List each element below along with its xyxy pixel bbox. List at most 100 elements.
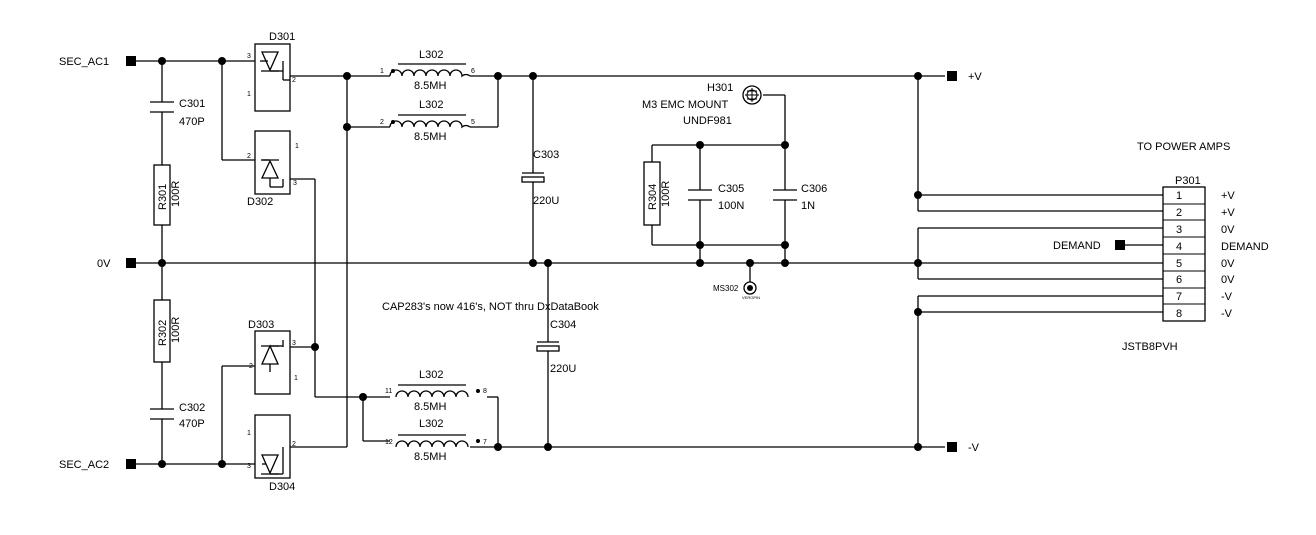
p301-pin-num-2: 2 bbox=[1176, 207, 1182, 219]
c303-value: 220U bbox=[533, 195, 559, 207]
d302-pin-c: 3 bbox=[293, 180, 297, 187]
p301-ref: P301 bbox=[1175, 175, 1201, 187]
l302b-pin-in: 2 bbox=[380, 119, 384, 126]
capacitor-c306: C306 1N bbox=[773, 183, 827, 212]
l302a-pin-in: 1 bbox=[380, 68, 384, 75]
d304-ref: D304 bbox=[269, 481, 295, 493]
l302a-ref: L302 bbox=[419, 49, 443, 61]
c302-ref: C302 bbox=[179, 402, 205, 414]
net-label-sec-ac1: SEC_AC1 bbox=[59, 56, 109, 68]
l302d-pin-in: 12 bbox=[385, 439, 393, 446]
r301-value: 100R bbox=[170, 181, 182, 207]
p301-pin-label-7: -V bbox=[1221, 291, 1233, 303]
p301-pin-label-8: -V bbox=[1221, 308, 1233, 320]
l302b-value: 8.5MH bbox=[414, 131, 446, 143]
c306-ref: C306 bbox=[801, 183, 827, 195]
ms302-ref: MS302 bbox=[713, 284, 739, 293]
p301-pin-num-4: 4 bbox=[1176, 241, 1182, 253]
c304-value: 220U bbox=[550, 363, 576, 375]
d304-pin-a: 1 bbox=[247, 430, 251, 437]
p301-pin-num-7: 7 bbox=[1176, 291, 1182, 303]
c305-ref: C305 bbox=[718, 183, 744, 195]
port-markers bbox=[126, 56, 1125, 469]
d303-ref: D303 bbox=[248, 319, 274, 331]
l302d-value: 8.5MH bbox=[414, 451, 446, 463]
inductor-l302-b: L302 8.5MH 2 5 bbox=[380, 99, 475, 143]
l302a-value: 8.5MH bbox=[414, 80, 446, 92]
d301-pin-c: 2 bbox=[292, 77, 296, 84]
resistor-r304: R304 100R bbox=[643, 161, 672, 226]
d303-pin-c: 1 bbox=[294, 375, 298, 382]
diode-d304: D304 1 3 2 bbox=[247, 414, 296, 493]
p301-pin-label-4: DEMAND bbox=[1221, 241, 1269, 253]
d303-pin-a: 2 bbox=[249, 363, 253, 370]
net-label-0v: 0V bbox=[97, 258, 111, 270]
resistor-r302: R302 100R bbox=[153, 299, 182, 363]
r304-value: 100R bbox=[660, 181, 672, 207]
c306-value: 1N bbox=[801, 200, 815, 212]
test-pin-ms302: MS302 VEROPIN bbox=[713, 281, 760, 300]
l302b-ref: L302 bbox=[419, 99, 443, 111]
l302c-pin-out: 8 bbox=[483, 388, 487, 395]
capacitor-c302: C302 470P bbox=[150, 402, 205, 430]
p301-pin-num-6: 6 bbox=[1176, 274, 1182, 286]
p301-title: TO POWER AMPS bbox=[1137, 141, 1230, 153]
p301-pin-label-1: +V bbox=[1221, 190, 1235, 202]
l302d-pin-out: 7 bbox=[483, 439, 487, 446]
c303-ref: C303 bbox=[533, 149, 559, 161]
l302d-ref: L302 bbox=[419, 418, 443, 430]
d301-pin-a: 3 bbox=[247, 53, 251, 60]
net-label-neg-v: -V bbox=[968, 442, 980, 454]
p301-pin-label-2: +V bbox=[1221, 207, 1235, 219]
l302a-pin-out: 6 bbox=[471, 68, 475, 75]
diode-d301: D301 3 1 2 bbox=[247, 31, 296, 112]
p301-pin-num-8: 8 bbox=[1176, 308, 1182, 320]
inductor-l302-c: L302 8.5MH 11 8 bbox=[385, 369, 487, 413]
l302c-pin-in: 11 bbox=[385, 388, 392, 395]
net-label-sec-ac2: SEC_AC2 bbox=[59, 459, 109, 471]
d302-ref: D302 bbox=[247, 196, 273, 208]
r301-ref: R301 bbox=[157, 184, 169, 210]
wires bbox=[134, 60, 1163, 465]
c301-ref: C301 bbox=[179, 98, 205, 110]
c302-value: 470P bbox=[179, 418, 205, 430]
c301-value: 470P bbox=[179, 116, 205, 128]
capacitor-c303: C303 220U bbox=[521, 149, 559, 207]
l302c-ref: L302 bbox=[419, 369, 443, 381]
p301-pin-label-5: 0V bbox=[1221, 258, 1235, 270]
schematic-note: CAP283's now 416's, NOT thru DxDataBook bbox=[382, 301, 599, 313]
p301-pin-label-3: 0V bbox=[1221, 224, 1235, 236]
capacitor-c305: C305 100N bbox=[688, 183, 744, 212]
junction-dots bbox=[158, 57, 922, 468]
d304-pin-b: 3 bbox=[247, 463, 251, 470]
connector-p301: TO POWER AMPS P301 1 2 3 4 5 6 7 8 +V +V… bbox=[1122, 141, 1269, 353]
p301-pin-num-1: 1 bbox=[1176, 190, 1182, 202]
d302-pin-b: 1 bbox=[295, 143, 299, 150]
p301-pin-label-6: 0V bbox=[1221, 274, 1235, 286]
resistor-r301: R301 100R bbox=[153, 164, 182, 226]
c304-ref: C304 bbox=[550, 319, 576, 331]
c305-value: 100N bbox=[718, 200, 744, 212]
emc-mount-h301: H301 M3 EMC MOUNT UNDF981 bbox=[642, 82, 762, 127]
h301-line2: UNDF981 bbox=[683, 115, 732, 127]
d304-pin-c: 2 bbox=[292, 441, 296, 448]
d301-ref: D301 bbox=[269, 31, 295, 43]
net-label-pos-v: +V bbox=[968, 71, 982, 83]
diode-d303: D303 2 3 1 bbox=[248, 319, 298, 395]
r302-value: 100R bbox=[170, 317, 182, 343]
r302-ref: R302 bbox=[157, 320, 169, 346]
net-label-demand: DEMAND bbox=[1053, 240, 1101, 252]
capacitor-c301: C301 470P bbox=[150, 98, 205, 128]
inductor-l302-a: L302 8.5MH 1 6 bbox=[380, 49, 475, 92]
diode-d302: D302 2 1 3 bbox=[247, 130, 299, 208]
inductor-l302-d: L302 8.5MH 12 7 bbox=[385, 418, 487, 463]
capacitor-c304: C304 220U bbox=[536, 319, 576, 375]
l302c-value: 8.5MH bbox=[414, 401, 446, 413]
h301-line1: M3 EMC MOUNT bbox=[642, 99, 728, 111]
d302-pin-a: 2 bbox=[247, 153, 251, 160]
p301-pin-num-5: 5 bbox=[1176, 258, 1182, 270]
d301-pin-b: 1 bbox=[247, 91, 251, 98]
l302b-pin-out: 5 bbox=[471, 119, 475, 126]
h301-ref: H301 bbox=[707, 82, 733, 94]
